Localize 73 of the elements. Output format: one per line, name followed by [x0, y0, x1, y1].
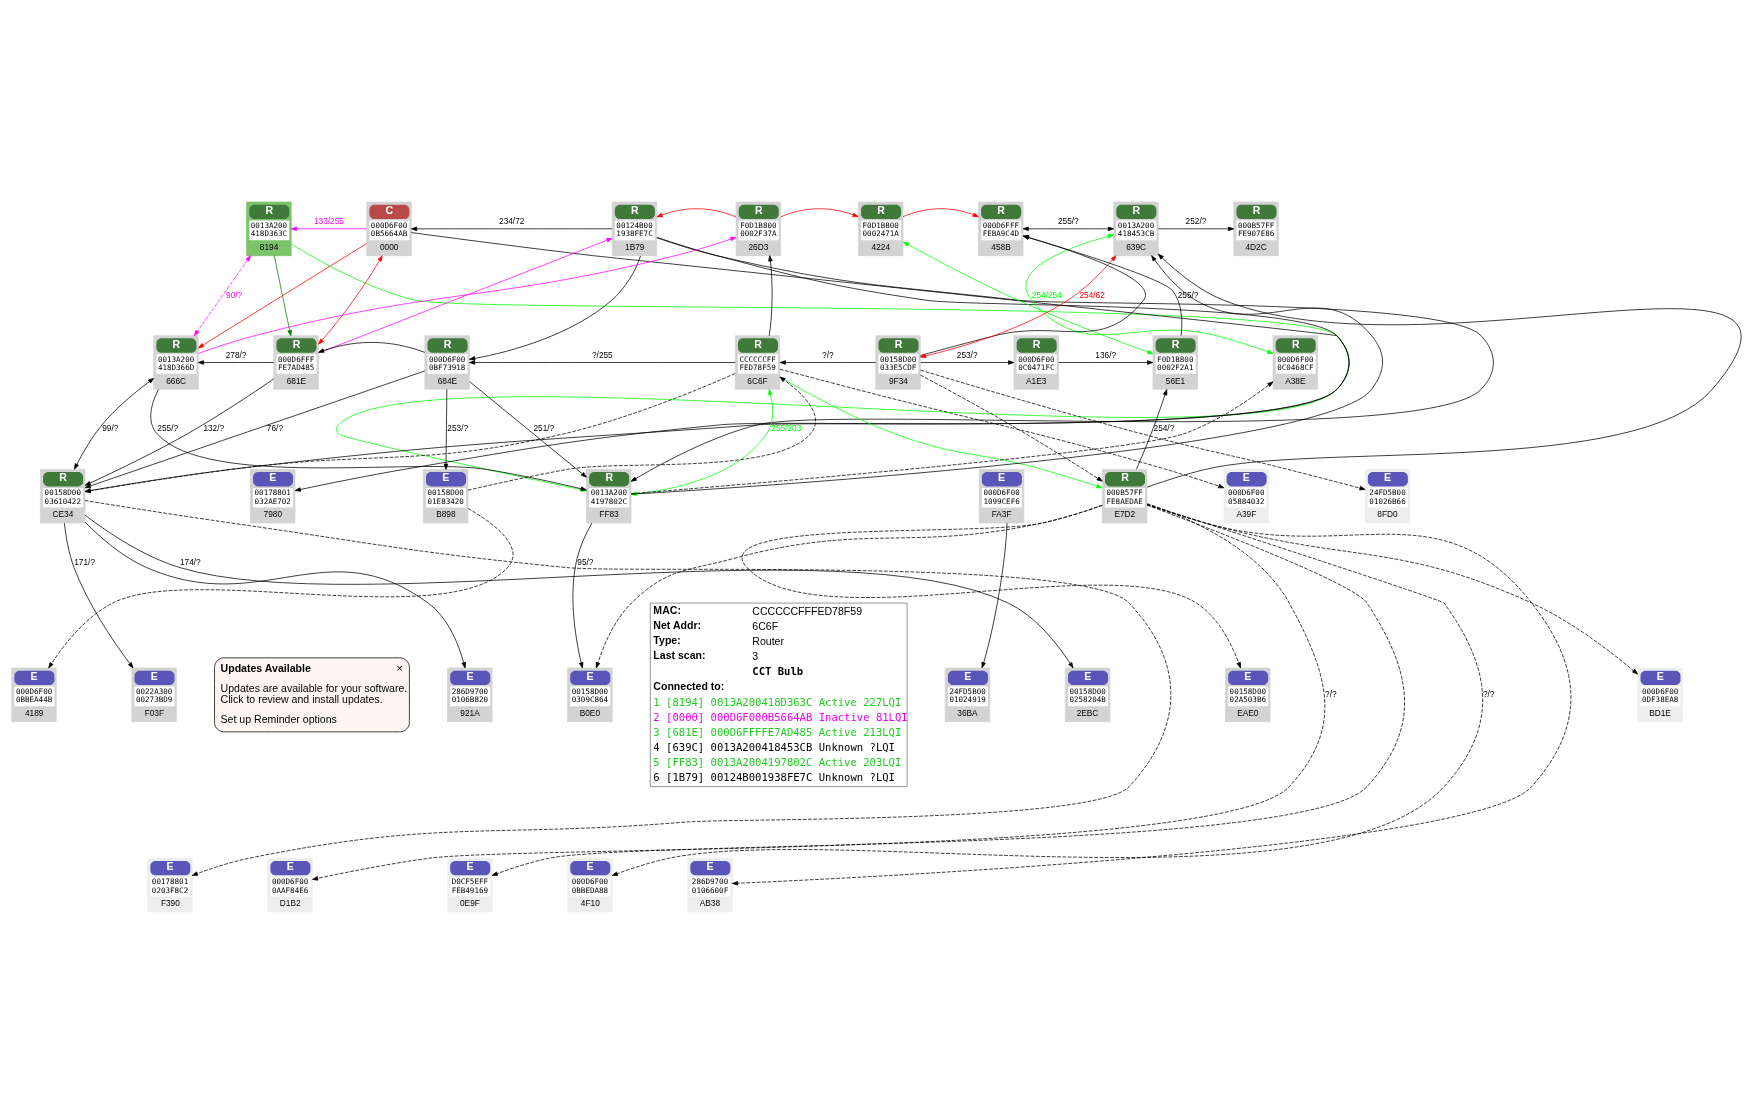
edge-label: 253/?	[447, 422, 469, 433]
node-box: Updates Available × Updates are available for your software. Click to review and install updates. Set up Reminder options	[214, 656, 410, 732]
arrow	[198, 236, 737, 354]
edge-label: ?/?	[1325, 688, 1337, 699]
arrow	[902, 207, 979, 217]
arrow	[64, 522, 134, 668]
arrow	[469, 380, 587, 478]
edge-label: 171/?	[74, 556, 96, 567]
edge-label: 95/?	[577, 556, 594, 567]
edge-label: 174/?	[179, 556, 201, 567]
edge-label: 251/?	[533, 422, 555, 433]
arrow	[768, 254, 773, 336]
arrow	[920, 359, 1015, 365]
edge-label: 254/62	[1079, 289, 1105, 300]
edge-label: 255/203	[771, 422, 802, 433]
arrow	[656, 207, 737, 217]
arrow	[491, 504, 1405, 876]
arrow	[198, 242, 367, 348]
arrow	[920, 369, 1366, 490]
arrow	[443, 388, 449, 470]
arrow	[318, 254, 383, 345]
edge-label: 255/?	[1057, 215, 1079, 226]
arrow	[84, 372, 736, 493]
edge-label: 76/?	[266, 422, 284, 433]
edge-label: 136/?	[1095, 349, 1117, 360]
arrow	[48, 507, 514, 668]
arrow	[469, 255, 641, 361]
arrow	[902, 241, 1154, 354]
edge-label: 132/?	[203, 422, 225, 433]
arrow	[779, 359, 877, 365]
edge-label: 254/?	[1153, 422, 1175, 433]
arrow	[273, 254, 292, 336]
edge-label: 253/?	[956, 349, 978, 360]
arrow	[920, 374, 1103, 482]
arrow	[318, 237, 613, 353]
edge-label: ?/?	[1482, 688, 1495, 699]
arrow	[150, 388, 587, 491]
arrow	[193, 254, 251, 336]
arrow	[732, 503, 1572, 885]
arrow	[84, 514, 1074, 668]
node-box: MAC: CCCCCCFFFED78F59 Net Addr: 6C6F Type: Router Last scan: 3 CCT Bulb Connected to: 1 [8194] 0013A200418D363C Active 227LQI 2 [0000] 000D6F000B5664AB Inactive 81LQI 3 [681E] 000D6FFFFE7AD485 Active 213LQI 4 [639C] 0013A200418453CB Unknown ?LQI 5 [FF83] 0013A2004197802C Active 203LQI 6 [1B79] 00124B001938FE7C Unknown ?LQI	[649, 602, 908, 787]
arrow	[84, 378, 275, 486]
arrow	[1136, 388, 1168, 470]
edge-label: 234/72	[499, 215, 525, 226]
arrow	[411, 226, 613, 231]
arrow	[1058, 359, 1154, 365]
arrow	[84, 521, 466, 668]
arrow	[467, 376, 816, 491]
edge-label: ?/255	[591, 349, 613, 360]
edge-label: 90/?	[226, 289, 243, 300]
edge-label: 99/?	[102, 422, 119, 433]
arrow	[1157, 226, 1235, 231]
edge-label: 133/255	[313, 215, 344, 226]
arrow	[920, 254, 1117, 358]
arrow	[197, 359, 275, 365]
arrow	[1022, 226, 1114, 231]
arrow	[741, 504, 1241, 668]
edge-label: 252/?	[1185, 215, 1207, 226]
arrow	[469, 359, 736, 365]
arrow	[312, 502, 1326, 881]
arrow	[572, 522, 593, 668]
edge-label: 278/?	[225, 349, 247, 360]
arrow	[318, 341, 426, 353]
edge-label: 254/254	[1031, 289, 1062, 300]
arrow	[74, 377, 155, 470]
arrow	[84, 499, 1172, 876]
arrow	[981, 522, 1008, 668]
arrow	[611, 503, 1483, 876]
edge-label: 255/?	[1177, 289, 1199, 300]
edge-label: 255/?	[157, 422, 179, 433]
arrow	[290, 226, 367, 231]
edge-label: ?/?	[822, 349, 834, 360]
arrow	[780, 207, 859, 217]
